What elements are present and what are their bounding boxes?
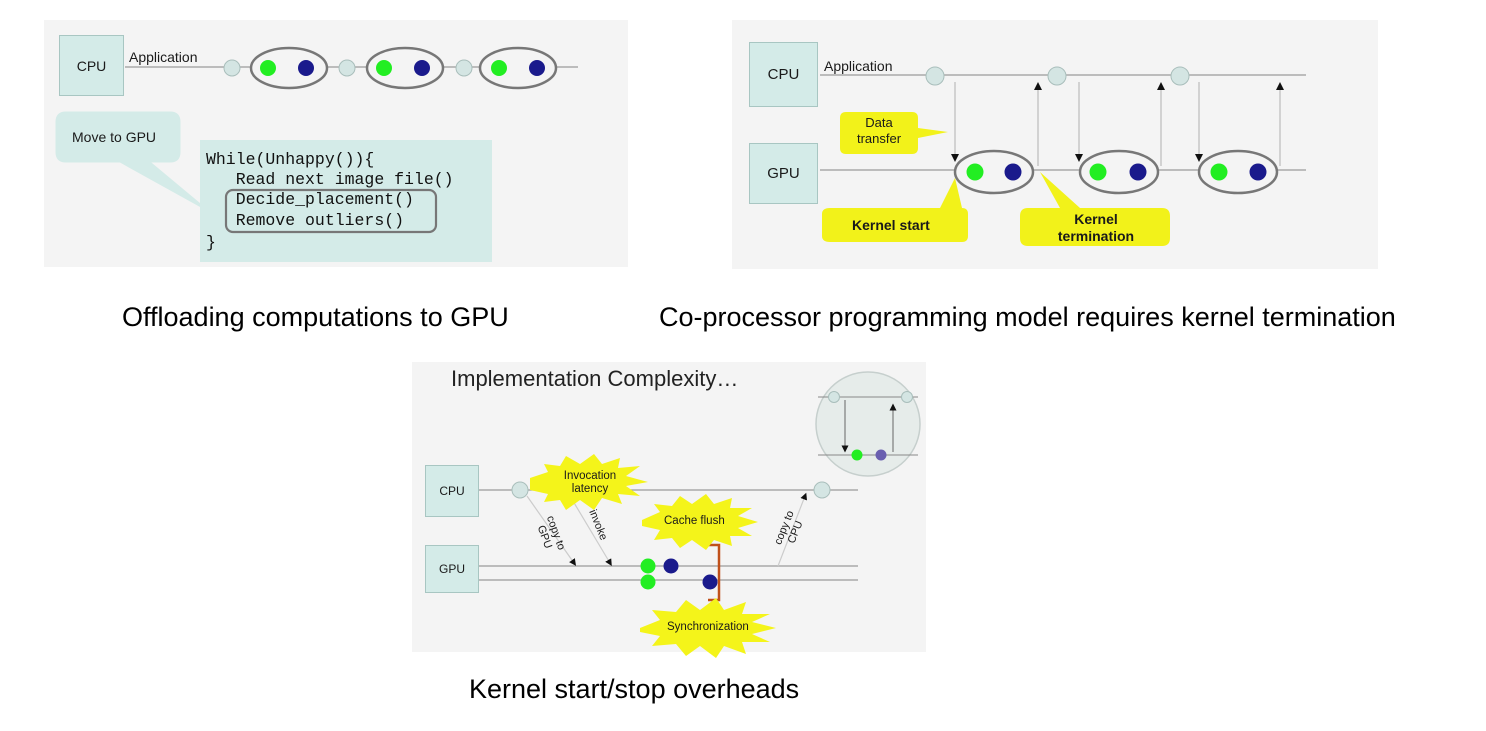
navy-dot	[1249, 163, 1267, 181]
callout-bubble	[55, 111, 211, 213]
idle-node	[813, 481, 831, 499]
code-line-2: Read next image file()	[206, 170, 454, 189]
synchronization-label: Synchronization	[667, 621, 749, 633]
gpu-box: GPU	[749, 143, 818, 204]
application-label: Application	[129, 49, 198, 65]
kernel-termination-label: Kernel termination	[1057, 211, 1135, 244]
navy-dot	[529, 60, 545, 76]
code-highlight	[224, 188, 438, 234]
idle-node	[925, 66, 945, 86]
kernel-ellipse	[953, 149, 1035, 195]
invocation-latency-label: Invocation latency	[563, 470, 617, 495]
green-dot	[491, 60, 507, 76]
cpu-box: CPU	[425, 465, 479, 517]
idle-node	[1170, 66, 1190, 86]
navy-dot	[298, 60, 314, 76]
kernel-ellipse	[1197, 149, 1279, 195]
idle-node	[338, 59, 356, 77]
code-line-3: Decide_placement()	[206, 190, 414, 209]
green-dot	[966, 163, 984, 181]
data-transfer-label: Data transfer	[856, 115, 902, 146]
navy-dot	[702, 574, 718, 590]
green-dot	[1089, 163, 1107, 181]
code-box	[200, 140, 492, 262]
gpu-box: GPU	[425, 545, 479, 593]
cpu-box: CPU	[59, 35, 124, 96]
cpu-box: CPU	[749, 42, 818, 107]
navy-dot	[1004, 163, 1022, 181]
kernel-ellipse	[1078, 149, 1160, 195]
caption-coprocessor: Co-processor programming model requires …	[659, 302, 1396, 332]
caption-offloading: Offloading computations to GPU	[122, 302, 509, 332]
kernel-start-label: Kernel start	[852, 217, 930, 233]
idle-node	[511, 481, 529, 499]
green-dot	[376, 60, 392, 76]
kernel-start-callout	[822, 178, 968, 242]
sync-bracket	[708, 543, 721, 602]
kernel-termination-callout	[1020, 172, 1170, 246]
code-line-5: }	[206, 233, 216, 252]
application-label: Application	[824, 58, 893, 74]
idle-node	[455, 59, 473, 77]
navy-dot	[663, 558, 679, 574]
kernel-ellipse	[365, 46, 445, 90]
green-dot	[640, 558, 656, 574]
navy-dot	[414, 60, 430, 76]
kernel-ellipse	[478, 46, 558, 90]
idle-node	[223, 59, 241, 77]
implementation-title: Implementation Complexity…	[451, 366, 739, 391]
synchronization-burst	[640, 598, 776, 658]
green-dot	[1210, 163, 1228, 181]
idle-node	[1047, 66, 1067, 86]
code-line-1: While(Unhappy()){	[206, 150, 375, 169]
code-line-4: Remove outliers()	[206, 211, 405, 230]
green-dot	[260, 60, 276, 76]
zoom-circle	[815, 371, 921, 477]
kernel-ellipse	[249, 46, 329, 90]
cache-flush-burst	[642, 494, 758, 550]
invocation-latency-burst	[530, 454, 648, 510]
caption-overheads: Kernel start/stop overheads	[469, 674, 800, 704]
navy-dot	[1129, 163, 1147, 181]
green-dot	[640, 574, 656, 590]
cache-flush-label: Cache flush	[664, 515, 725, 527]
callout-text: Move to GPU	[72, 129, 157, 145]
data-transfer-callout	[840, 112, 948, 154]
